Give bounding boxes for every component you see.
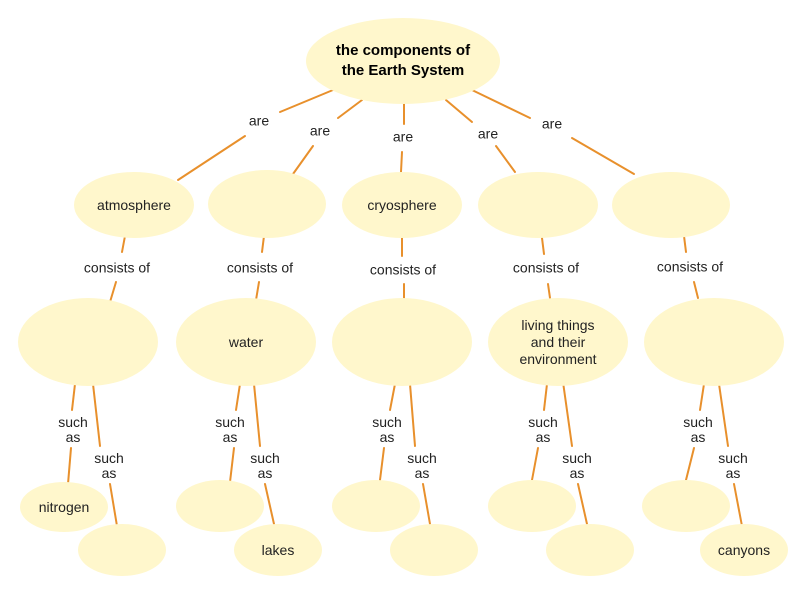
connector [261,235,265,253]
link-label-such-as-4b: such as [562,450,592,481]
connector [292,145,314,175]
connector [562,381,573,447]
link-label-are-1: are [248,112,270,129]
component-node-4: living things and their environment [488,298,628,386]
example-node-4a [488,480,576,532]
link-label-such-as-3a: such as [372,414,402,445]
link-label-consists-4: consists of [512,259,580,276]
example-node-1a: nitrogen [20,482,108,532]
example-node-5b: canyons [700,524,788,576]
connector [693,281,699,299]
connector [571,137,635,175]
connector [67,447,72,485]
example-node-2a [176,480,264,532]
connector [541,237,545,255]
example-node-3a [332,480,420,532]
example-node-2b: lakes [234,524,322,576]
connector [531,447,539,481]
link-label-such-as-5a: such as [683,414,713,445]
link-label-consists-1: consists of [83,259,151,276]
connector [279,89,334,113]
link-label-are-5: are [541,115,563,132]
link-label-such-as-1b: such as [94,450,124,481]
link-label-such-as-5b: such as [718,450,748,481]
sphere-node-5 [612,172,730,238]
link-label-consists-2: consists of [226,259,294,276]
connector [471,89,531,119]
connector [92,383,101,447]
connector [121,235,126,253]
connector [337,99,363,119]
connector [683,235,687,253]
connector [543,383,548,411]
connector [255,281,260,301]
connector [685,447,695,481]
connector [733,483,743,527]
link-label-such-as-2a: such as [215,414,245,445]
connector [235,383,241,411]
link-label-such-as-1a: such as [58,414,88,445]
component-node-3 [332,298,472,386]
example-node-1b [78,524,166,576]
link-label-consists-5: consists of [656,258,724,275]
connector [109,281,117,303]
sphere-node-1: atmosphere [74,172,194,238]
sphere-node-3: cryosphere [342,172,462,238]
connector [422,483,431,525]
component-node-2: water [176,298,316,386]
link-label-such-as-4a: such as [528,414,558,445]
component-node-5 [644,298,784,386]
link-label-such-as-3b: such as [407,450,437,481]
link-label-are-2: are [309,122,331,139]
example-node-3b [390,524,478,576]
connector [379,447,385,481]
connector [264,483,275,525]
connector [71,383,76,411]
connector [547,283,551,299]
link-label-such-as-2b: such as [250,450,280,481]
root-node: the components of the Earth System [306,18,500,104]
component-node-1 [18,298,158,386]
example-node-4b [546,524,634,576]
connector [495,145,516,173]
connector [445,99,473,123]
connector [109,483,118,527]
sphere-node-2 [208,170,326,238]
connector [409,383,416,447]
link-label-are-4: are [477,125,499,142]
sphere-node-4 [478,172,598,238]
connector [177,135,246,181]
link-label-consists-3: consists of [369,261,437,278]
connector [400,151,403,173]
connector [577,483,588,525]
connector [253,383,261,447]
connector [229,447,235,483]
link-label-are-3: are [392,128,414,145]
connector [389,383,396,411]
connector [699,383,705,411]
connector [718,383,729,447]
example-node-5a [642,480,730,532]
